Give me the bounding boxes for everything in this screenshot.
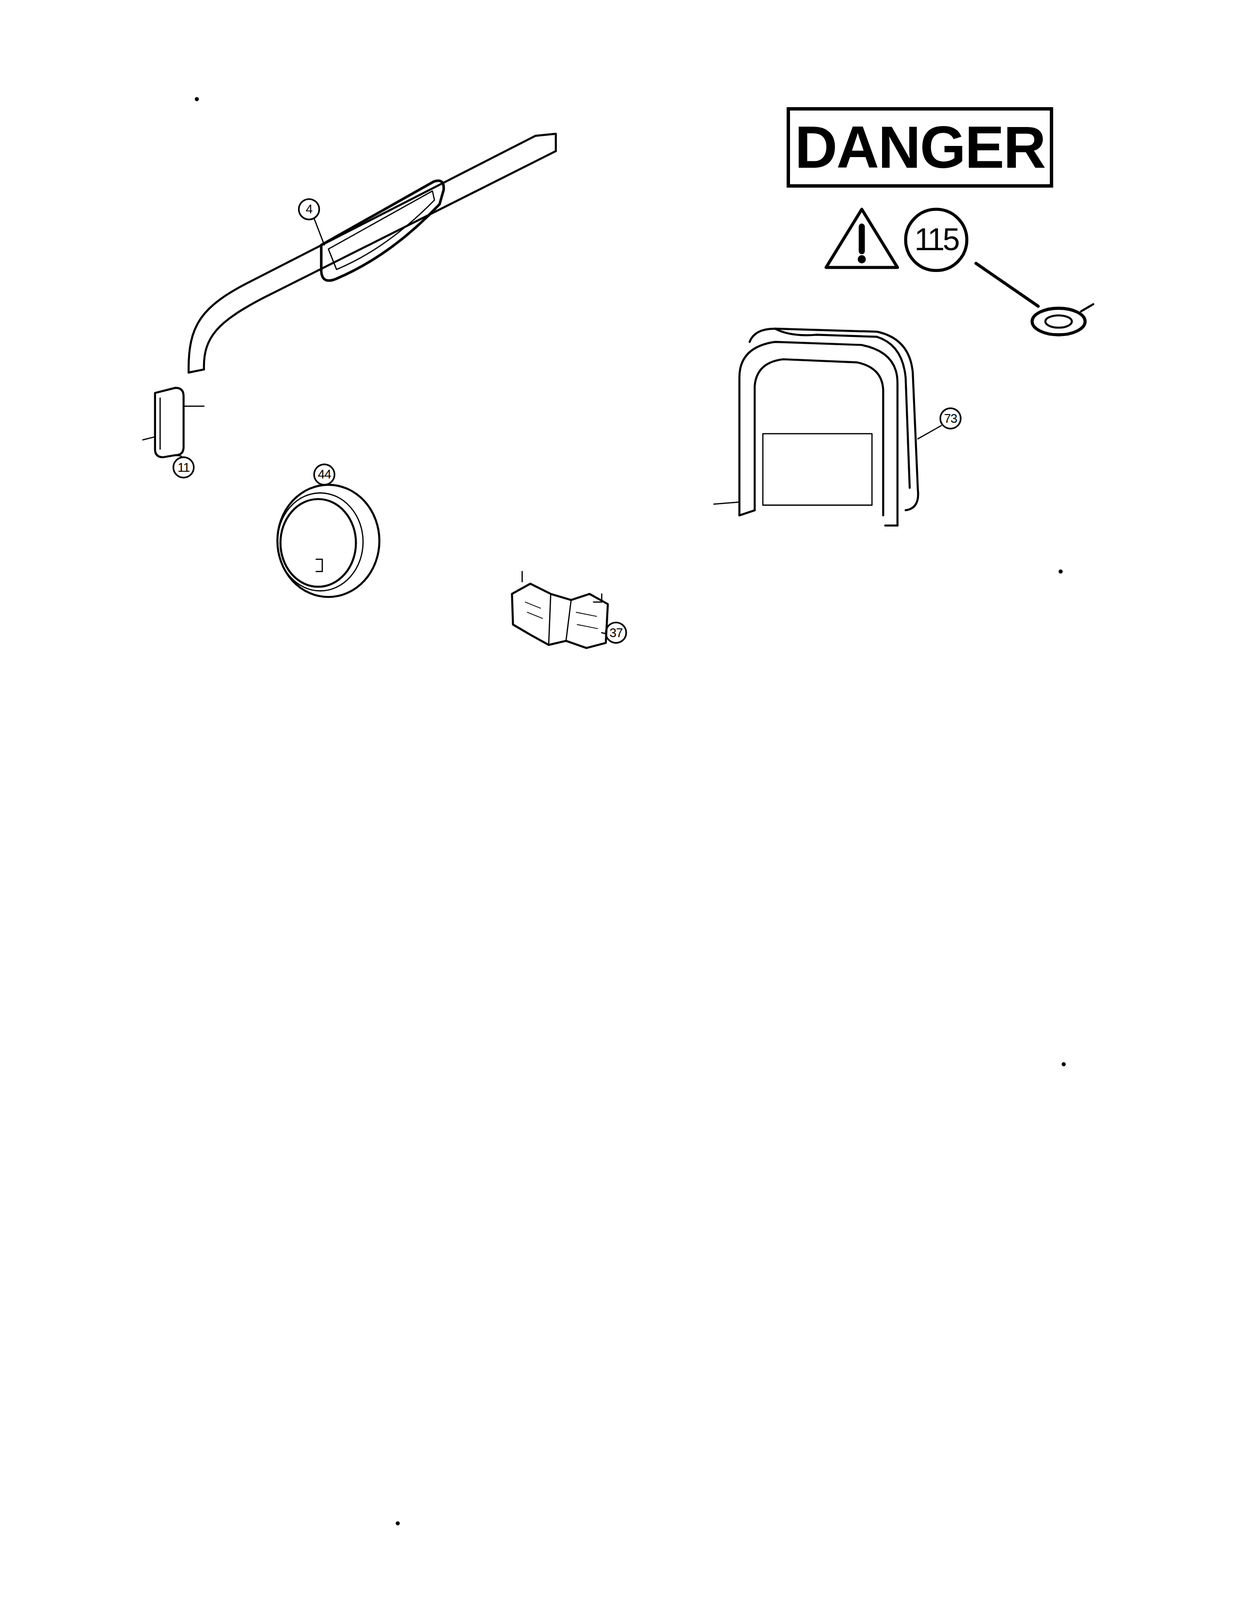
ring-drawing: [277, 484, 380, 597]
warning-symbol: [825, 209, 1093, 335]
warning-box: DANGER: [786, 107, 1054, 189]
callout-number: 37: [609, 626, 623, 639]
callout-number: 11: [177, 460, 190, 474]
block-drawing: [511, 571, 608, 649]
callout-circles: [173, 199, 967, 643]
boot-drawing: [713, 328, 918, 526]
callout-number: 115: [914, 223, 959, 255]
warning-word: DANGER: [794, 110, 1046, 185]
callout-number: 4: [305, 202, 313, 216]
callout-number: 73: [944, 411, 958, 425]
strap-drawing: [188, 133, 556, 373]
callout-number: 44: [317, 467, 332, 481]
buckle-drawing: [142, 387, 205, 458]
leader-lines: [175, 218, 942, 634]
